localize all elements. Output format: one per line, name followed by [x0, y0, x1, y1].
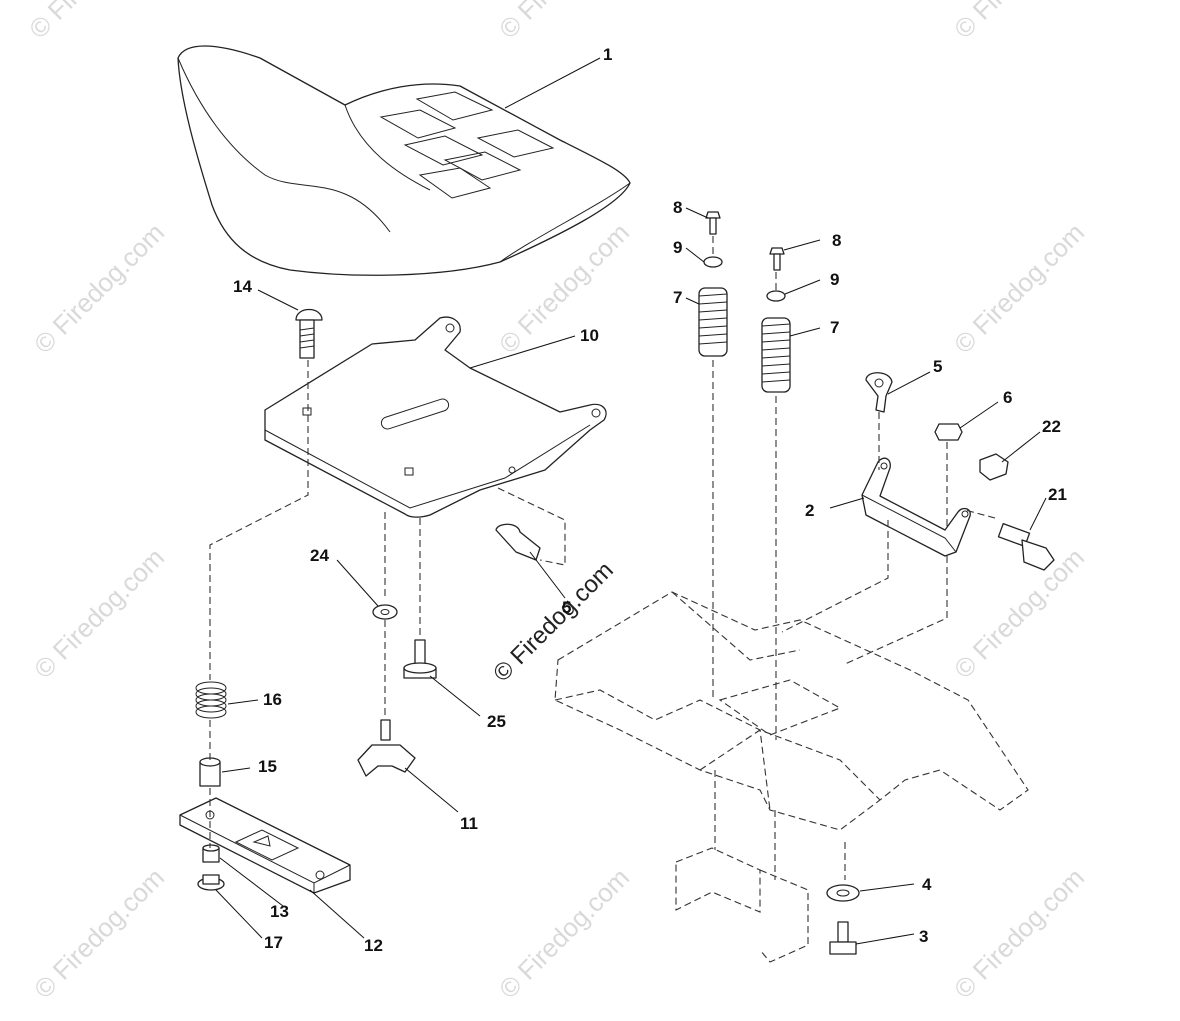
part-clip-5b: [495, 523, 541, 561]
callout-14: 14: [233, 277, 252, 296]
part-washer-9-right: [766, 290, 786, 302]
part-seat: [177, 45, 631, 276]
part-washer-24: [372, 604, 398, 620]
watermark: © Firedog.com: [23, 0, 165, 44]
part-washer-9-left: [703, 256, 723, 268]
frame-outline: [554, 591, 1029, 963]
part-knob-11: [357, 719, 416, 777]
callout-7-right: 7: [830, 318, 839, 337]
part-spring-7-left: [698, 287, 728, 357]
callout-8-left: 8: [673, 198, 682, 217]
part-shoulder-bolt-21: [997, 522, 1055, 571]
callout-13: 13: [270, 902, 289, 921]
callout-labels: 1 2 3 4 5 6 7 7 8 8 9 9 10 11 12 13 14 1…: [233, 45, 1067, 955]
part-bolt-25: [403, 639, 437, 679]
part-spring-7-right: [761, 317, 791, 393]
callout-4: 4: [922, 875, 932, 894]
assembly-lines: [209, 236, 996, 880]
callout-2: 2: [805, 501, 814, 520]
callout-12: 12: [364, 936, 383, 955]
callout-25: 25: [487, 712, 506, 731]
callout-7-left: 7: [673, 288, 682, 307]
watermark: © Firedog.com: [948, 217, 1090, 359]
watermark: © Firedog.com: [493, 0, 635, 44]
part-spring-16: [195, 681, 227, 719]
callout-16: 16: [263, 690, 282, 709]
callout-15: 15: [258, 757, 277, 776]
watermark: © Firedog.com: [948, 862, 1090, 1004]
part-nut-22: [979, 453, 1009, 481]
callout-24: 24: [310, 546, 329, 565]
part-washer-4: [826, 884, 860, 902]
watermark: © Firedog.com: [28, 862, 170, 1004]
callout-3: 3: [919, 927, 928, 946]
callout-11: 11: [460, 814, 478, 833]
callout-17: 17: [264, 933, 283, 952]
watermark-center: © Firedog.com: [488, 557, 619, 688]
watermark: © Firedog.com: [948, 0, 1090, 44]
part-flange-nut-17: [197, 874, 225, 891]
watermark: © Firedog.com: [28, 217, 170, 359]
part-nut-13: [202, 844, 220, 863]
watermark: © Firedog.com: [28, 542, 170, 684]
part-carriage-bolt: [295, 308, 323, 359]
part-bracket-2: [861, 457, 971, 557]
part-bolt-3: [829, 921, 857, 955]
part-bolt-8-left: [705, 211, 721, 235]
part-clip-5: [865, 372, 893, 413]
callout-1: 1: [603, 45, 612, 64]
part-seat-pan: [264, 316, 607, 518]
watermark: © Firedog.com: [493, 862, 635, 1004]
part-nut-6: [934, 423, 963, 441]
callout-5: 5: [933, 357, 942, 376]
callout-8-right: 8: [832, 231, 841, 250]
callout-6: 6: [1003, 388, 1012, 407]
watermark: © Firedog.com: [948, 542, 1090, 684]
callout-9-left: 9: [673, 238, 682, 257]
part-bolt-8-right: [769, 247, 785, 271]
callout-21: 21: [1048, 485, 1067, 504]
callout-9-right: 9: [830, 270, 839, 289]
callout-5b: 5: [562, 598, 571, 617]
part-spacer-15: [199, 757, 221, 787]
callout-22: 22: [1042, 417, 1061, 436]
callout-10: 10: [580, 326, 599, 345]
leader-lines: [215, 57, 1047, 945]
